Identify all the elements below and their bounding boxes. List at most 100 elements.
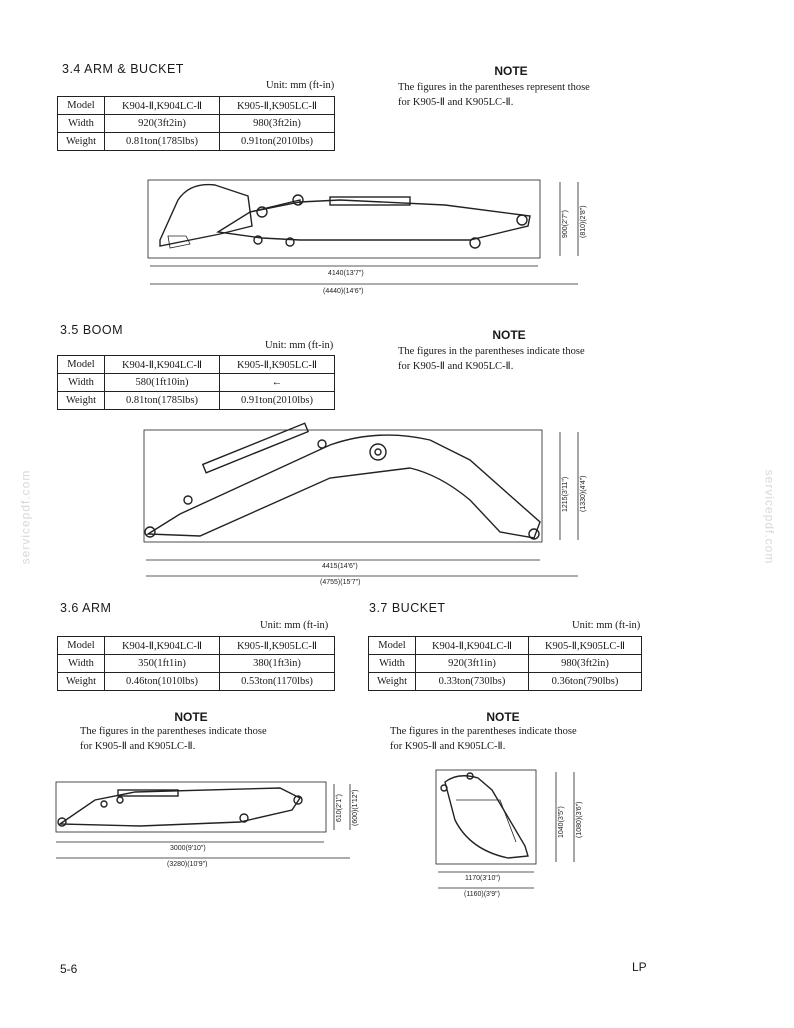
table-row: Width 920(3ft2in) 980(3ft2in) <box>57 114 335 133</box>
note-line: for K905-Ⅱ and K905LC-Ⅱ. <box>390 741 506 752</box>
pin-joint <box>469 237 481 249</box>
dimension-label: 4140(13'7") <box>328 270 364 277</box>
note-title-arm-bucket: NOTE <box>494 64 528 78</box>
note-line: for K905-Ⅱ and K905LC-Ⅱ. <box>80 741 196 752</box>
unit-label-boom: Unit: mm (ft-in) <box>265 340 334 351</box>
table-cell: 0.81ton(1785lbs) <box>104 132 220 151</box>
cylinder-shape <box>201 422 310 474</box>
unit-label-bucket: Unit: mm (ft-in) <box>572 620 641 631</box>
table-row: Weight 0.81ton(1785lbs) 0.91ton(2010lbs) <box>57 391 335 410</box>
bucket-shape <box>444 775 529 859</box>
pin-joint <box>440 784 448 792</box>
page-number: 5-6 <box>60 962 78 976</box>
section-title-arm-bucket: 3.4 ARM & BUCKET <box>62 62 184 76</box>
spec-table-boom: Model K904-Ⅱ,K904LC-Ⅱ K905-Ⅱ,K905LC-Ⅱ Wi… <box>57 355 335 410</box>
table-row: Model K904-Ⅱ,K904LC-Ⅱ K905-Ⅱ,K905LC-Ⅱ <box>57 96 335 115</box>
note-line: The figures in the parentheses indicate … <box>398 346 585 357</box>
note-line: for K905-Ⅱ and K905LC-Ⅱ. <box>398 361 514 372</box>
table-row: Model K904-Ⅱ,K904LC-Ⅱ K905-Ⅱ,K905LC-Ⅱ <box>57 636 335 655</box>
table-cell: Weight <box>57 132 105 151</box>
link-shape <box>249 199 301 213</box>
spec-table-arm-bucket: Model K904-Ⅱ,K904LC-Ⅱ K905-Ⅱ,K905LC-Ⅱ Wi… <box>57 96 335 151</box>
document-code: LP <box>632 960 647 974</box>
section-title-arm: 3.6 ARM <box>60 601 112 615</box>
table-row: Width 580(1ft10in) ← <box>57 373 335 392</box>
bucket-teeth <box>167 235 191 249</box>
dimension-label: 900(2'7") <box>562 210 569 238</box>
drawing-frame <box>435 769 537 865</box>
note-text-bucket: The figures in the parentheses indicate … <box>390 724 577 754</box>
section-title-bucket: 3.7 BUCKET <box>369 601 446 615</box>
cylinder-shape <box>329 196 411 206</box>
pin-joint <box>369 443 387 461</box>
note-text-arm: The figures in the parentheses indicate … <box>80 724 267 754</box>
dimension-label: (4440)(14'6") <box>323 288 363 295</box>
pin-joint <box>100 800 108 808</box>
dimension-label: (810)(2'8") <box>580 205 587 238</box>
dimension-label: 1215(3'11") <box>562 477 569 512</box>
table-row: Width 350(1ft1in) 380(1ft3in) <box>57 654 335 673</box>
pin-joint <box>116 796 124 804</box>
spec-table-bucket: Model K904-Ⅱ,K904LC-Ⅱ K905-Ⅱ,K905LC-Ⅱ Wi… <box>368 636 642 691</box>
dimension-label: (1080)(3'6") <box>576 801 583 838</box>
pin-joint <box>256 206 268 218</box>
table-row: Width 920(3ft1in) 980(3ft2in) <box>368 654 642 673</box>
table-row: Weight 0.33ton(730lbs) 0.36ton(790lbs) <box>368 672 642 691</box>
note-line: The figures in the parentheses represent… <box>398 82 590 93</box>
dimension-label: (600)(1'12") <box>352 789 359 826</box>
note-title-arm: NOTE <box>174 710 208 724</box>
drawing-frame <box>147 179 541 259</box>
dimension-label: (3280)(10'9") <box>167 861 207 868</box>
note-line: for K905-Ⅱ and K905LC-Ⅱ. <box>398 97 514 108</box>
section-title-boom: 3.5 BOOM <box>60 323 124 337</box>
pin-joint <box>144 526 156 538</box>
dimension-label: 610(2'1") <box>336 794 343 822</box>
table-cell: 0.36ton(790lbs) <box>528 672 642 691</box>
dimension-label: 3000(9'10") <box>170 845 206 852</box>
pin-joint <box>528 528 540 540</box>
pin-joint <box>57 817 67 827</box>
note-text-arm-bucket: The figures in the parentheses represent… <box>398 80 590 110</box>
pin-joint <box>239 813 249 823</box>
bucket-inner-line <box>456 799 517 843</box>
pin-joint <box>253 235 263 245</box>
dimension-label: (1160)(3'9") <box>464 891 500 898</box>
note-title-bucket: NOTE <box>486 710 520 724</box>
note-text-boom: The figures in the parentheses indicate … <box>398 344 585 374</box>
unit-label-arm: Unit: mm (ft-in) <box>260 620 329 631</box>
arm-shape <box>57 787 302 827</box>
dimension-label: (1330)(4'4") <box>580 475 587 512</box>
pin-joint <box>374 448 382 456</box>
dimension-label: 4415(14'6") <box>322 563 358 570</box>
table-row: Weight 0.81ton(1785lbs) 0.91ton(2010lbs) <box>57 132 335 151</box>
spec-table-arm: Model K904-Ⅱ,K904LC-Ⅱ K905-Ⅱ,K905LC-Ⅱ Wi… <box>57 636 335 691</box>
note-line: The figures in the parentheses indicate … <box>390 726 577 737</box>
table-cell: 0.91ton(2010lbs) <box>219 391 335 410</box>
pin-joint <box>292 194 304 206</box>
table-cell: 0.53ton(1170lbs) <box>219 672 335 691</box>
boom-shape <box>145 434 541 539</box>
note-line: The figures in the parentheses indicate … <box>80 726 267 737</box>
pin-joint <box>293 795 303 805</box>
note-title-boom: NOTE <box>492 328 526 342</box>
drawing-frame <box>143 429 543 543</box>
table-row: Weight 0.46ton(1010lbs) 0.53ton(1170lbs) <box>57 672 335 691</box>
dimension-label: 1170(3'10") <box>465 875 500 882</box>
dimension-label: (4755)(15'7") <box>320 579 360 586</box>
pin-joint <box>183 495 193 505</box>
drawing-frame <box>55 781 327 833</box>
cylinder-shape <box>117 789 179 797</box>
pin-joint <box>516 214 528 226</box>
table-cell: 0.91ton(2010lbs) <box>219 132 335 151</box>
bucket-shape <box>159 183 253 247</box>
pin-joint <box>285 237 295 247</box>
pin-joint <box>466 772 474 780</box>
table-cell: 0.33ton(730lbs) <box>415 672 529 691</box>
unit-label-arm-bucket: Unit: mm (ft-in) <box>266 80 335 91</box>
dimension-label: 1040(3'5") <box>558 806 565 838</box>
pin-joint <box>317 439 327 449</box>
